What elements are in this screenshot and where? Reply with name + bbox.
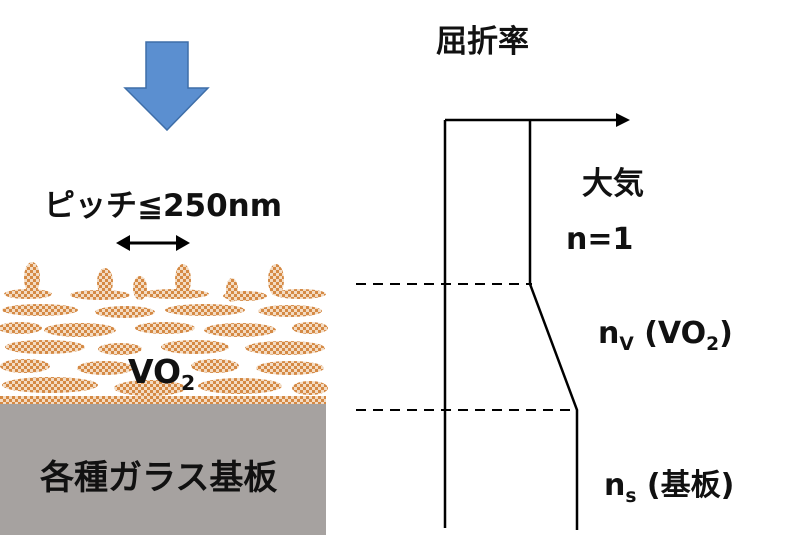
vo2-film-label: VO2 bbox=[128, 352, 195, 395]
incident-light-arrow-icon bbox=[123, 41, 210, 132]
refractive-index-axes bbox=[443, 113, 630, 528]
pitch-label: ピッチ≦250nm bbox=[44, 188, 283, 224]
vo2-film-label-sub: 2 bbox=[181, 371, 196, 396]
vo2-nanostructure bbox=[0, 262, 328, 405]
n-vo2-end: ) bbox=[719, 316, 733, 351]
refractive-index-title: 屈折率 bbox=[436, 24, 529, 60]
n-substrate-tail: (基板) bbox=[636, 468, 735, 503]
n-air-label: n=1 bbox=[566, 222, 634, 257]
air-label: 大気 bbox=[582, 166, 644, 202]
n-vo2-tail-sub: 2 bbox=[706, 333, 720, 355]
vo2-film-label-main: VO bbox=[128, 352, 182, 391]
n-vo2-tail: (VO bbox=[633, 316, 707, 351]
refractive-index-profile bbox=[528, 120, 579, 530]
n-vo2-sub: V bbox=[619, 333, 634, 355]
glass-substrate bbox=[0, 404, 326, 535]
pitch-double-arrow-icon bbox=[116, 235, 190, 251]
n-vo2-main: n bbox=[598, 316, 620, 351]
n-substrate-sub: s bbox=[625, 485, 637, 507]
n-substrate-label: ns (基板) bbox=[604, 460, 735, 507]
substrate-label: 各種ガラス基板 bbox=[40, 458, 278, 498]
n-substrate-main: n bbox=[604, 468, 626, 503]
n-vo2-label: nV (VO2) bbox=[598, 316, 733, 355]
